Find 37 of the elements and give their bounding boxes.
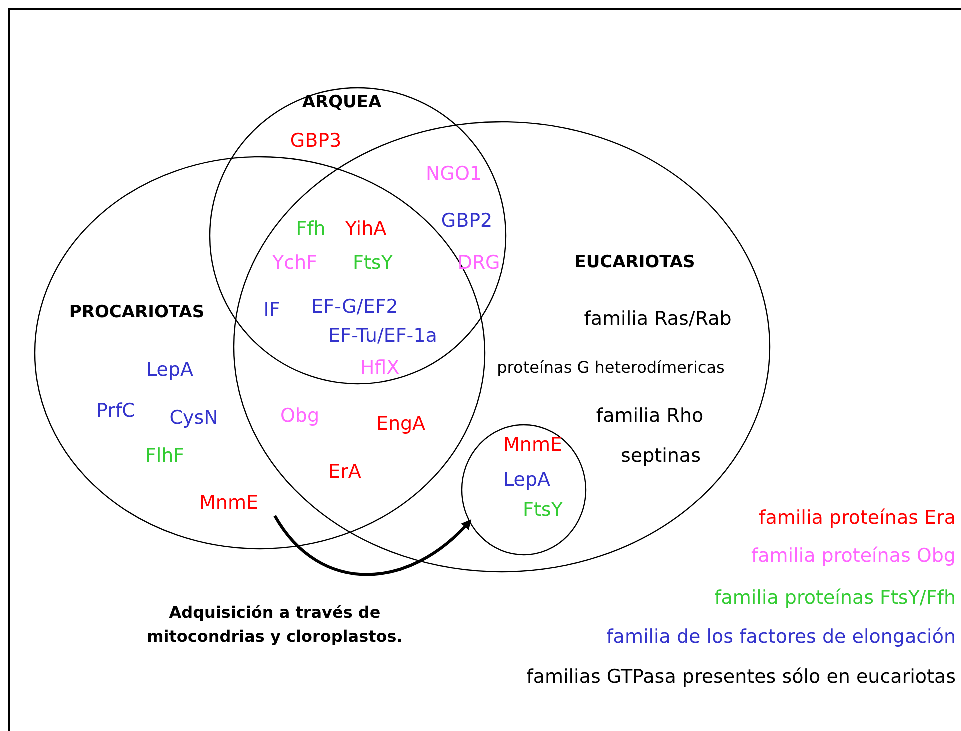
protein-name: GBP3 <box>290 128 342 154</box>
protein-name: MnmE <box>504 432 562 458</box>
protein-name: YihA <box>345 216 387 242</box>
protein-name: EF-G/EF2 <box>312 294 398 320</box>
protein-name: NGO1 <box>426 162 482 187</box>
set-title: EUCARIOTAS <box>574 251 696 274</box>
legend-entry: familia proteínas FtsY/Ffh <box>714 586 956 611</box>
protein-name: HflX <box>360 356 400 381</box>
protein-name: IF <box>264 298 280 323</box>
protein-name: Ffh <box>296 216 326 242</box>
family-name: septinas <box>621 444 701 469</box>
legend-entry: familia proteínas Era <box>759 506 956 531</box>
protein-name: EngA <box>376 412 426 437</box>
protein-name: LepA <box>146 358 194 383</box>
set-title: ARQUEA <box>302 91 382 114</box>
protein-name: FtsY <box>353 250 393 276</box>
protein-name: ErA <box>328 460 362 485</box>
legend-entry: familia proteínas Obg <box>751 544 956 569</box>
protein-name: FlhF <box>145 444 185 469</box>
note-text: Adquisición a través de mitocondrias y cloroplastos. <box>146 602 404 648</box>
legend-entry: familia de los factores de elongación <box>606 624 956 650</box>
protein-name: MnmE <box>200 490 258 516</box>
set-title: PROCARIOTAS <box>69 301 205 324</box>
protein-name: YchF <box>272 250 318 276</box>
protein-name: GBP2 <box>441 208 493 234</box>
protein-name: DRG <box>458 250 500 276</box>
family-name: familia Ras/Rab <box>584 306 732 332</box>
protein-name: LepA <box>504 468 550 493</box>
family-name: familia Rho <box>596 404 704 429</box>
protein-name: PrfC <box>96 398 136 424</box>
protein-name: FtsY <box>523 498 563 523</box>
protein-name: EF-Tu/EF-1a <box>328 324 438 349</box>
curved-arrow <box>274 515 472 576</box>
protein-name: Obg <box>280 404 320 429</box>
protein-name: CysN <box>170 406 218 431</box>
family-name: proteínas G heterodímericas <box>497 357 725 379</box>
legend-entry: familias GTPasa presentes sólo en eucariotas <box>526 664 956 690</box>
